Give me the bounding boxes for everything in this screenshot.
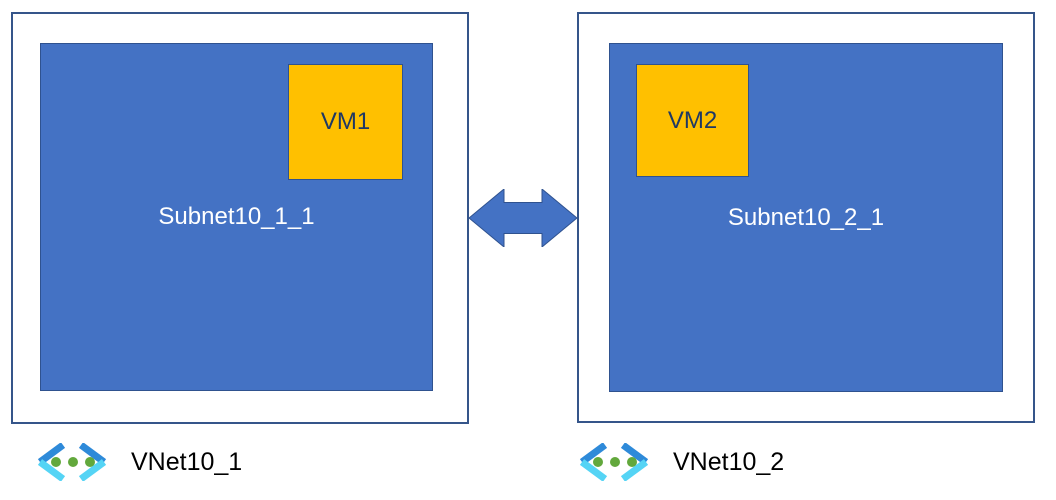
- vm1-label: VM1: [320, 108, 371, 135]
- virtual-network-icon: [579, 443, 649, 481]
- vm2-box: VM2: [636, 64, 749, 177]
- virtual-network-icon: [37, 443, 107, 481]
- vnet2-caption: VNet10_2: [578, 441, 784, 483]
- subnet1-label: Subnet10_1_1: [158, 203, 315, 230]
- double-headed-arrow-icon: [469, 189, 577, 247]
- subnet2-label: Subnet10_2_1: [727, 203, 885, 231]
- vm1-box: VM1: [288, 64, 403, 180]
- vm2-label: VM2: [667, 106, 718, 134]
- vnet1-caption: VNet10_1: [36, 441, 242, 483]
- vnet1-label: VNet10_1: [131, 447, 243, 476]
- vnet2-label: VNet10_2: [673, 447, 785, 476]
